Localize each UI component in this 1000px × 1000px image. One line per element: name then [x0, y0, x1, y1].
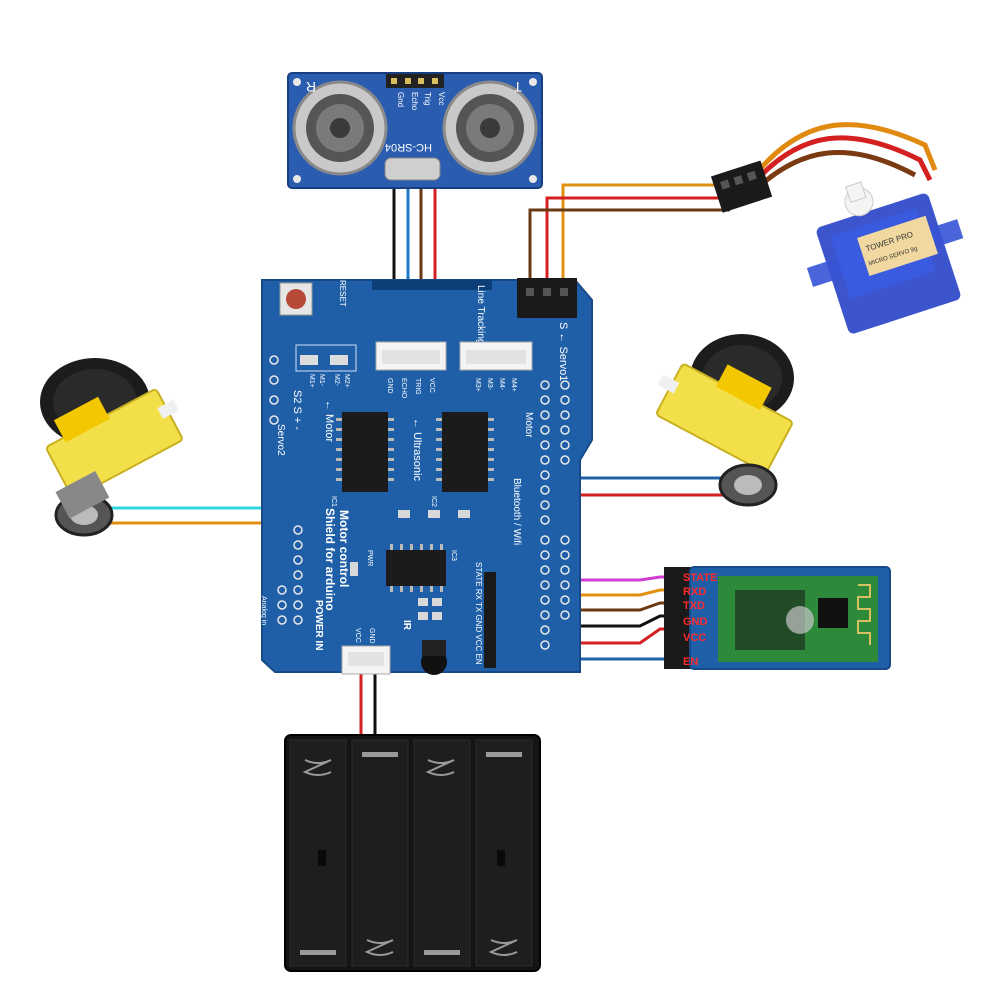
gnd-label: GND — [368, 628, 375, 644]
echo-pin-trig: TRIG — [414, 378, 421, 395]
servo1-header — [517, 278, 577, 318]
ic1-chip — [336, 412, 394, 492]
line-tracking-label: Line Tracking — [475, 285, 486, 344]
motor-pins-right-2: M3- — [486, 378, 493, 391]
bt-pin-txd: TXD — [683, 600, 705, 612]
motor-shield: RESET Line Tracking S ← Servo1 GND ECHO … — [260, 278, 593, 675]
ir-label: IR — [401, 620, 412, 631]
vcc-label: VCC — [354, 628, 361, 643]
motor-left-label: ← Motor — [323, 400, 335, 443]
power-label: POWER IN — [313, 600, 324, 651]
ic3-chip — [386, 544, 446, 592]
servo-body: TOWER PRO MICRO SERVO 9g — [806, 181, 964, 334]
echo-pin-gnd: GND — [386, 378, 393, 394]
ultrasonic-receiver — [292, 80, 388, 176]
motor-right-label: Motor — [523, 412, 534, 438]
ultrasonic-pin-trig: Trig — [423, 92, 432, 105]
ic1-label: IC1 — [330, 496, 337, 507]
bt-pin-en: EN — [683, 656, 698, 668]
left-motor — [40, 358, 183, 537]
motor-pins-left-3: M2- — [333, 374, 340, 387]
wire-servo-gnd — [528, 208, 730, 292]
left-header-pins — [269, 355, 303, 625]
bt-pin-state: STATE — [683, 572, 717, 584]
bt-pin-rxd: RXD — [683, 586, 706, 598]
board-title-line2: Shield for arduino — [323, 508, 337, 611]
motor-pins-left-4: M2+ — [343, 374, 350, 388]
battery-springs — [302, 759, 518, 956]
bt-header — [484, 572, 496, 668]
ultrasonic-label-t: T — [513, 79, 522, 95]
echo-pin-vcc: VCC — [428, 378, 435, 393]
power-connector — [341, 645, 391, 675]
right-motor — [656, 334, 794, 507]
servo2-label: Servo2 — [275, 424, 286, 456]
servo-connector — [710, 160, 773, 213]
motor-pins-right-3: M4- — [498, 378, 505, 391]
ultrasonic-model: HC-SR04 — [385, 141, 432, 153]
ultrasonic-sensor: R T HC-SR04 Gnd Echo Trig Vcc — [287, 72, 543, 189]
battery-holder — [284, 734, 541, 972]
wire-servo-signal — [561, 183, 730, 292]
wire-servo-vcc — [545, 196, 730, 292]
echo-pin-echo: ECHO — [400, 378, 407, 399]
ultrasonic-pin-vcc: Vcc — [437, 92, 446, 105]
ic3-label: IC3 — [450, 550, 457, 561]
bt-pin-vcc: VCC — [683, 632, 706, 644]
reset-button[interactable] — [279, 282, 313, 316]
capacitors — [398, 510, 470, 620]
board-title-line1: Motor control — [337, 510, 351, 587]
servo-motor: TOWER PRO MICRO SERVO 9g — [710, 122, 964, 334]
servo2-pins-label: S2 S + - — [291, 390, 303, 430]
bluetooth-module: STATE RXD TXD GND VCC EN — [664, 566, 891, 670]
motor-pins-right-1: M3+ — [474, 378, 481, 392]
ir-receiver — [421, 640, 447, 675]
ic2-label: IC2 — [430, 496, 437, 507]
motor-connector — [459, 341, 533, 371]
motor-pins-left-2: M1- — [318, 374, 325, 387]
ultrasonic-pin-header — [386, 74, 444, 88]
analog-label: Analog in — [260, 596, 267, 625]
ultrasonic-pin-gnd: Gnd — [396, 92, 405, 107]
right-header-pins — [540, 380, 570, 650]
bt-pin-gnd: GND — [683, 616, 708, 628]
pwr-label: PWR — [366, 550, 373, 566]
ultrasonic-pin-echo: Echo — [410, 92, 419, 111]
motor-pins-left-1: M1+ — [308, 374, 315, 388]
ultrasonic-board-label: ← Ultrasonic — [411, 418, 423, 481]
bluetooth-label: Bluetooth / Wifi — [511, 478, 522, 545]
bt-pins-label: STATE RX TX GND VCC EN — [474, 562, 483, 665]
ultrasonic-label-r: R — [306, 79, 316, 95]
reset-label: RESET — [338, 280, 347, 307]
battery-contacts — [300, 752, 522, 955]
motor-pins-right-4: M4+ — [510, 378, 517, 392]
servo1-label: S ← Servo1 — [557, 322, 569, 381]
ultrasonic-connector — [375, 341, 447, 371]
ultrasonic-transmitter — [442, 80, 538, 176]
ic2-chip — [436, 412, 494, 492]
